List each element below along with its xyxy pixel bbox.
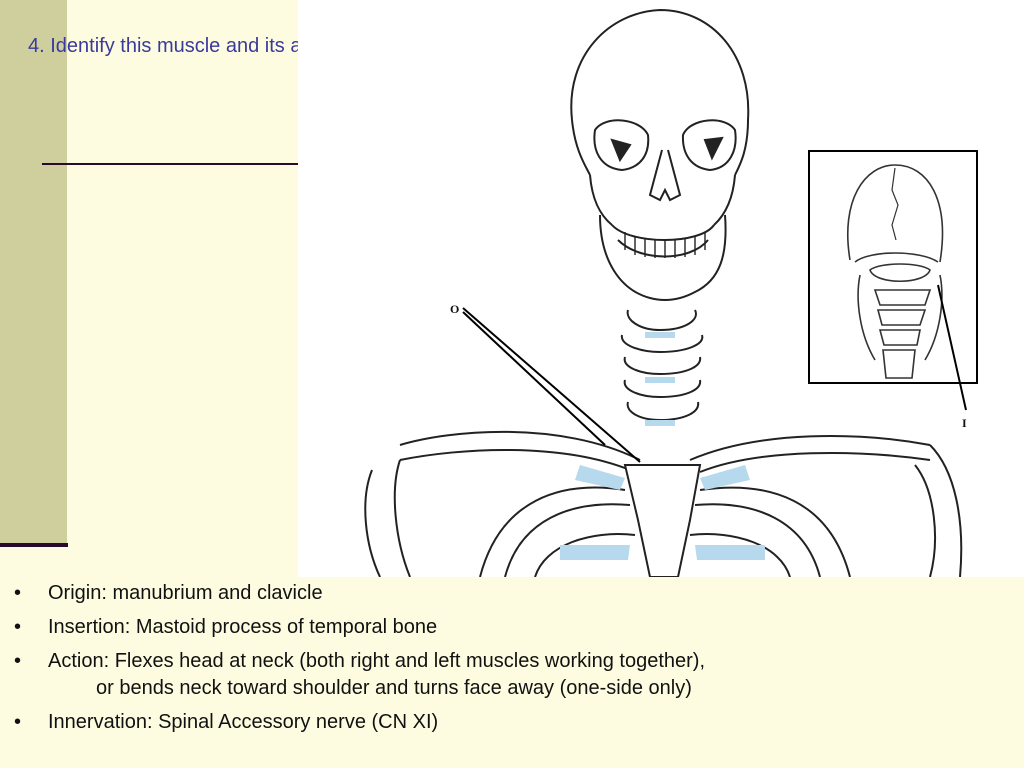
side-accent-bar	[0, 0, 67, 545]
origin-line-manubrium	[462, 311, 606, 446]
bullet-list: • Origin: manubrium and clavicle • Inser…	[0, 580, 1024, 743]
bullet-text-continuation: or bends neck toward shoulder and turns …	[96, 677, 692, 699]
right-shoulder	[929, 444, 963, 577]
left-clavicle	[399, 430, 641, 461]
bullet-origin: • Origin: manubrium and clavicle	[0, 580, 1024, 607]
skeleton-illustration: O I	[364, 8, 978, 577]
origin-line-clavicle	[462, 307, 641, 463]
bullet-glyph: •	[14, 650, 22, 672]
sternum	[623, 464, 702, 577]
inset-posterior-skull	[808, 150, 978, 411]
bullet-text: Insertion: Mastoid process of temporal b…	[48, 616, 438, 638]
bullet-glyph: •	[14, 582, 22, 604]
origin-marker: O	[450, 302, 459, 316]
nasal-cavity	[648, 149, 682, 202]
skeleton-figure: O I	[298, 0, 1024, 577]
bullet-text: Origin: manubrium and clavicle	[48, 582, 323, 604]
bullet-glyph: •	[14, 616, 22, 638]
bullet-text: Innervation: Spinal Accessory nerve (CN …	[48, 711, 439, 733]
skull-cranium	[570, 8, 750, 176]
bullet-text: Action: Flexes head at neck (both right …	[48, 650, 706, 672]
right-clavicle	[689, 435, 931, 461]
upper-teeth	[611, 224, 715, 241]
bullet-action: • Action: Flexes head at neck (both righ…	[0, 648, 1024, 702]
cervical-spine	[620, 309, 704, 422]
slide-title: 4. Identify this muscle and its action !	[28, 35, 355, 57]
bullet-glyph: •	[14, 711, 22, 733]
insertion-marker: I	[962, 416, 967, 430]
left-shoulder	[364, 469, 381, 577]
rib-cage	[479, 486, 851, 577]
insertion-line	[937, 284, 967, 411]
mandible	[599, 214, 727, 301]
title-underline	[42, 163, 298, 165]
side-accent-rule	[0, 543, 68, 547]
bullet-insertion: • Insertion: Mastoid process of temporal…	[0, 614, 1024, 641]
bullet-innervation: • Innervation: Spinal Accessory nerve (C…	[0, 709, 1024, 736]
